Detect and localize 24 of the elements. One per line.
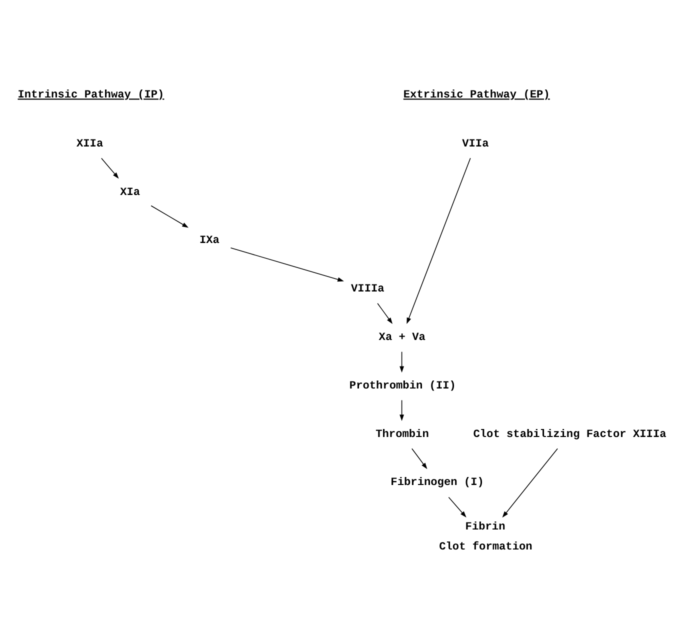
arrow: [150, 204, 189, 228]
arrow: [502, 448, 558, 518]
arrow: [230, 246, 344, 282]
arrow: [400, 399, 404, 421]
node-text: IXa: [199, 234, 220, 247]
arrow: [406, 157, 471, 324]
arrow: [412, 448, 428, 469]
node-text: VIIa: [462, 138, 489, 150]
arrow: [448, 496, 466, 517]
node-text: Prothrombin (II): [349, 380, 456, 392]
node-text: XIa: [120, 186, 140, 198]
arrow: [400, 350, 404, 372]
node-text: Fibrinogen (I): [390, 476, 484, 489]
node-text: Fibrin: [465, 521, 506, 534]
node-text: VIIIa: [351, 283, 384, 296]
node-text: Thrombin: [376, 428, 429, 440]
arrow: [101, 157, 119, 178]
arrow: [377, 302, 393, 324]
node-label: Clot formation: [439, 540, 532, 553]
node-text: Xa + Va: [378, 332, 426, 344]
node-text: XIIa: [76, 138, 104, 150]
label: Extrinsic Pathway (EP): [403, 89, 550, 102]
label: Intrinsic Pathway (IP): [18, 89, 164, 102]
node-text: Clot stabilizing Factor XIIIa: [473, 428, 666, 440]
